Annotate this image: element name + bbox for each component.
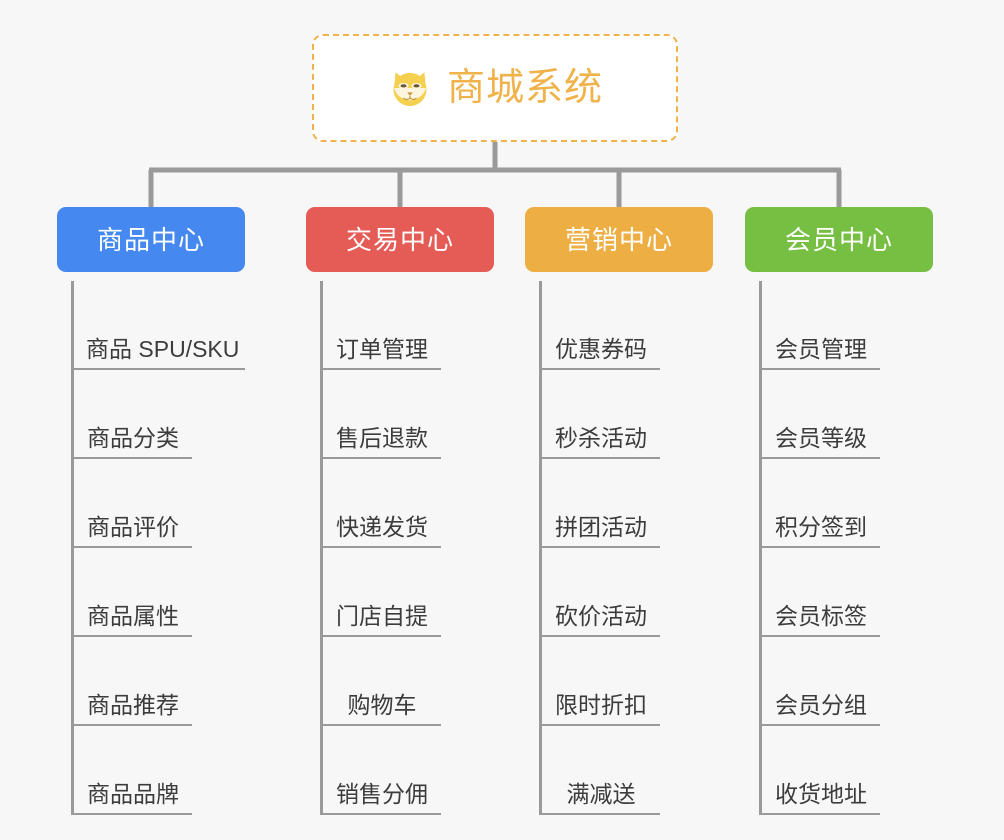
category-column-product: 商品中心 商品 SPU/SKU 商品分类 商品评价 商品属性 商品推荐 商品品牌 (57, 207, 245, 815)
list-item-label: 会员等级 (775, 424, 867, 451)
list-item-label: 优惠券码 (555, 335, 647, 362)
category-column-trade: 交易中心 订单管理 售后退款 快递发货 门店自提 购物车 销售分佣 (306, 207, 494, 815)
list-item-label: 商品推荐 (87, 691, 179, 718)
list-item[interactable]: 订单管理 (323, 281, 494, 370)
list-item-label: 购物车 (347, 691, 417, 718)
list-item[interactable]: 门店自提 (323, 548, 494, 637)
list-item-label: 售后退款 (336, 424, 428, 451)
leaf-list-marketing: 优惠券码 秒杀活动 拼团活动 砍价活动 限时折扣 满减送 (539, 281, 713, 815)
list-item[interactable]: 商品推荐 (74, 637, 245, 726)
shiba-dog-face-icon (393, 72, 427, 106)
list-item-label: 积分签到 (775, 513, 867, 540)
list-item-label: 门店自提 (336, 602, 428, 629)
list-item-label: 限时折扣 (555, 691, 647, 718)
list-item[interactable]: 会员等级 (762, 370, 933, 459)
list-item-label: 快递发货 (336, 513, 428, 540)
list-item[interactable]: 快递发货 (323, 459, 494, 548)
list-item[interactable]: 拼团活动 (542, 459, 713, 548)
list-item[interactable]: 商品品牌 (74, 726, 245, 815)
list-item-label: 砍价活动 (555, 602, 647, 629)
list-item-label: 会员分组 (775, 691, 867, 718)
list-item[interactable]: 满减送 (542, 726, 713, 815)
list-item[interactable]: 购物车 (323, 637, 494, 726)
category-column-marketing: 营销中心 优惠券码 秒杀活动 拼团活动 砍价活动 限时折扣 满减送 (525, 207, 713, 815)
leaf-list-member: 会员管理 会员等级 积分签到 会员标签 会员分组 收货地址 (759, 281, 933, 815)
list-item-label: 收货地址 (775, 780, 867, 807)
list-item[interactable]: 秒杀活动 (542, 370, 713, 459)
list-item-label: 满减送 (566, 780, 636, 807)
list-item-label: 拼团活动 (555, 513, 647, 540)
list-item-label: 订单管理 (336, 335, 428, 362)
list-item[interactable]: 优惠券码 (542, 281, 713, 370)
list-item-label: 秒杀活动 (555, 424, 647, 451)
list-item-label: 商品分类 (87, 424, 179, 451)
root-node[interactable]: 商城系统 (312, 34, 678, 142)
category-header-member[interactable]: 会员中心 (745, 207, 933, 272)
list-item[interactable]: 积分签到 (762, 459, 933, 548)
category-header-trade[interactable]: 交易中心 (306, 207, 494, 272)
list-item[interactable]: 限时折扣 (542, 637, 713, 726)
list-item-label: 会员标签 (775, 602, 867, 629)
list-item[interactable]: 会员标签 (762, 548, 933, 637)
list-item-label: 商品 SPU/SKU (86, 335, 240, 362)
list-item[interactable]: 会员分组 (762, 637, 933, 726)
leaf-list-product: 商品 SPU/SKU 商品分类 商品评价 商品属性 商品推荐 商品品牌 (71, 281, 245, 815)
category-header-product[interactable]: 商品中心 (57, 207, 245, 272)
list-item[interactable]: 销售分佣 (323, 726, 494, 815)
list-item-label: 商品属性 (87, 602, 179, 629)
category-header-label: 交易中心 (345, 224, 454, 255)
list-item[interactable]: 售后退款 (323, 370, 494, 459)
leaf-list-trade: 订单管理 售后退款 快递发货 门店自提 购物车 销售分佣 (320, 281, 494, 815)
root-title: 商城系统 (446, 67, 603, 109)
category-header-marketing[interactable]: 营销中心 (525, 207, 713, 272)
list-item-label: 销售分佣 (336, 780, 428, 807)
list-item[interactable]: 收货地址 (762, 726, 933, 815)
list-item-label: 会员管理 (775, 335, 867, 362)
list-item[interactable]: 商品分类 (74, 370, 245, 459)
list-item-label: 商品评价 (87, 513, 179, 540)
list-item[interactable]: 商品 SPU/SKU (74, 281, 245, 370)
list-item-label: 商品品牌 (87, 780, 179, 807)
category-header-label: 营销中心 (564, 224, 673, 255)
category-header-label: 会员中心 (784, 224, 893, 255)
list-item[interactable]: 商品评价 (74, 459, 245, 548)
category-header-label: 商品中心 (96, 224, 205, 255)
list-item[interactable]: 砍价活动 (542, 548, 713, 637)
category-column-member: 会员中心 会员管理 会员等级 积分签到 会员标签 会员分组 收货地址 (745, 207, 933, 815)
list-item[interactable]: 会员管理 (762, 281, 933, 370)
list-item[interactable]: 商品属性 (74, 548, 245, 637)
